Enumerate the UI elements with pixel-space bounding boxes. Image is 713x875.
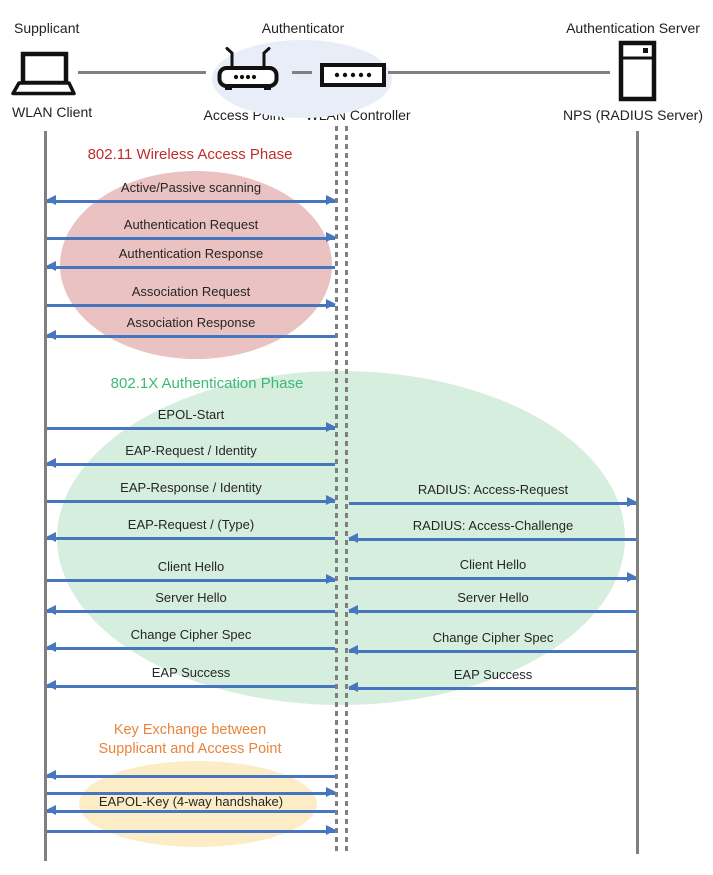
arrowhead-right xyxy=(326,422,336,432)
arrowhead-right xyxy=(326,195,336,205)
phase-title-8021x: 802.1X Authentication Phase xyxy=(110,375,304,392)
wireless-router-icon xyxy=(217,47,279,90)
message-label: EAP Success xyxy=(453,667,533,682)
arrowhead-left xyxy=(348,682,358,692)
connector-controller-server xyxy=(388,71,610,74)
lifeline-radius-server xyxy=(636,131,639,854)
laptop-icon xyxy=(11,51,76,96)
message-label: Server Hello xyxy=(155,590,227,605)
arrowhead-left xyxy=(46,805,56,815)
message-label: Association Request xyxy=(131,284,251,299)
message-label: Client Hello xyxy=(459,557,527,572)
arrowhead-left xyxy=(348,605,358,615)
device-label-wlan-client: WLAN Client xyxy=(12,104,93,120)
arrowhead-right xyxy=(326,825,336,835)
role-label-supplicant: Supplicant xyxy=(14,20,80,36)
connector-client-ap xyxy=(78,71,206,74)
arrowhead-right xyxy=(326,495,336,505)
arrowhead-right xyxy=(627,572,637,582)
switch-controller-icon xyxy=(320,63,386,87)
arrowhead-right xyxy=(326,787,336,797)
role-label-authentication-server: Authentication Server xyxy=(566,20,700,36)
arrowhead-left xyxy=(46,680,56,690)
arrowhead-left xyxy=(348,645,358,655)
message-label: EAP Success xyxy=(151,665,231,680)
connector-ap-controller xyxy=(292,71,312,74)
arrowhead-left xyxy=(348,533,358,543)
message-label: Association Response xyxy=(126,315,256,330)
message-label: Change Cipher Spec xyxy=(130,627,252,642)
arrowhead-left xyxy=(46,458,56,468)
phase-title-key-exchange-line2: Supplicant and Access Point xyxy=(98,741,282,757)
message-label: EAP-Request / Identity xyxy=(125,443,257,458)
lifeline-authenticator-dashed-2 xyxy=(345,126,348,851)
arrowhead-left xyxy=(46,532,56,542)
arrowhead-right xyxy=(326,299,336,309)
phase-title-key-exchange-line1: Key Exchange between xyxy=(113,722,267,738)
message-label: Active/Passive scanning xyxy=(120,180,262,195)
device-label-nps-radius-server: NPS (RADIUS Server) xyxy=(562,107,704,123)
message-label: Authentication Response xyxy=(118,246,264,261)
arrowhead-right xyxy=(627,497,637,507)
message-label: EAP-Request / (Type) xyxy=(127,517,255,532)
message-label: RADIUS: Access-Challenge xyxy=(412,518,574,533)
arrowhead-right xyxy=(326,574,336,584)
arrowhead-left xyxy=(46,605,56,615)
lifeline-wlan-client xyxy=(44,131,47,861)
message-label: EPOL-Start xyxy=(157,407,225,422)
arrowhead-left xyxy=(46,330,56,340)
message-label: Server Hello xyxy=(457,590,529,605)
message-label: Client Hello xyxy=(157,559,225,574)
lifeline-authenticator-dashed-1 xyxy=(335,126,338,851)
arrowhead-right xyxy=(326,232,336,242)
message-label: Change Cipher Spec xyxy=(432,630,554,645)
arrowhead-left xyxy=(46,642,56,652)
arrowhead-left xyxy=(46,261,56,271)
message-label: EAPOL-Key (4-way handshake) xyxy=(98,794,284,809)
message-label: RADIUS: Access-Request xyxy=(417,482,569,497)
server-icon xyxy=(618,40,657,102)
message-label: Authentication Request xyxy=(123,217,259,232)
arrowhead-left xyxy=(46,770,56,780)
role-label-authenticator: Authenticator xyxy=(261,20,345,36)
message-label: EAP-Response / Identity xyxy=(120,480,262,495)
phase-title-80211: 802.11 Wireless Access Phase xyxy=(87,146,293,163)
arrowhead-left xyxy=(46,195,56,205)
